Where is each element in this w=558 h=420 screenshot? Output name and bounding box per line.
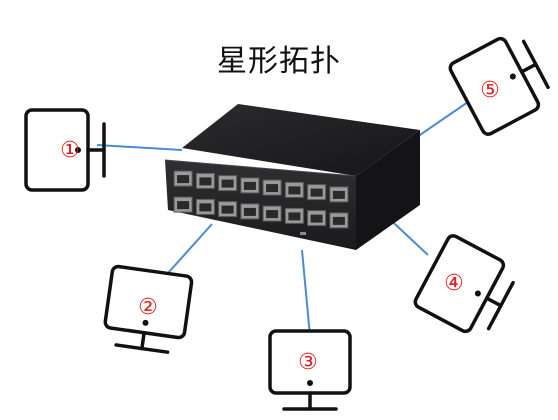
status-led: [300, 232, 306, 235]
terminal-3: [268, 329, 352, 411]
rj45-port-opening: [199, 177, 212, 186]
switch-side: [356, 130, 420, 250]
rj45-port-opening: [332, 190, 345, 199]
rj45-port-opening: [199, 203, 212, 212]
terminal-5: [448, 36, 550, 136]
rj45-port-opening: [177, 175, 190, 184]
monitor-power-dot: [509, 73, 516, 80]
monitor-base: [486, 280, 515, 331]
switch-edge-highlight: [164, 159, 357, 177]
monitor-stand: [519, 62, 538, 74]
terminal-2-label: ②: [138, 295, 158, 320]
terminal-4-label: ④: [444, 271, 464, 296]
terminal-3-label: ③: [298, 350, 318, 375]
rj45-port-opening: [177, 201, 190, 210]
terminal-2: [103, 264, 194, 354]
diagram-title: 星形拓扑: [217, 44, 341, 79]
rj45-port-opening: [266, 184, 279, 193]
rj45-port-opening: [332, 216, 345, 225]
monitor-power-dot: [142, 319, 149, 326]
rj45-port-opening: [243, 207, 256, 216]
rj45-port-opening: [288, 212, 301, 221]
link-1: [96, 144, 183, 151]
rj45-port-opening: [221, 179, 234, 188]
terminal-1: [24, 108, 106, 192]
terminal-4: [413, 234, 515, 334]
rj45-port-opening: [266, 210, 279, 219]
rj45-port-opening: [221, 205, 234, 214]
rj45-port-opening: [310, 214, 323, 223]
port-group: [173, 170, 349, 229]
monitor-power-dot: [474, 290, 481, 297]
monitor-stand: [140, 330, 146, 351]
link-3: [301, 249, 311, 337]
monitor-base: [521, 39, 550, 90]
monitor-power-dot: [75, 147, 81, 153]
terminal-1-label: ①: [60, 138, 80, 163]
monitor-base: [114, 343, 170, 354]
rj45-port-opening: [243, 181, 256, 190]
monitor-power-dot: [307, 380, 313, 386]
switch-top: [182, 104, 420, 176]
rj45-port-opening: [310, 188, 323, 197]
rj45-port-opening: [288, 186, 301, 195]
monitor-stand: [484, 296, 503, 308]
terminal-5-label: ⑤: [480, 78, 500, 103]
network-switch: [164, 104, 420, 250]
